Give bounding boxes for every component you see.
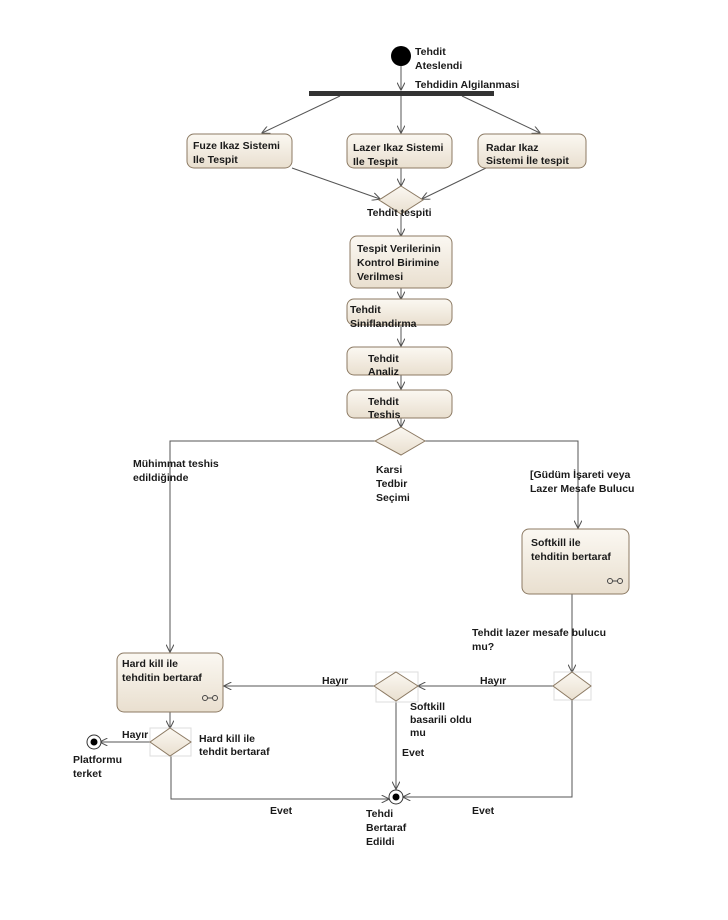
initial-node bbox=[391, 46, 411, 66]
guard-evet-hard: Evet bbox=[270, 805, 293, 817]
decision-merge[interactable]: Tehdit tespiti bbox=[367, 185, 432, 219]
rake-icon bbox=[202, 695, 218, 701]
fork-bar bbox=[309, 91, 494, 96]
guard-evet-soft: Evet bbox=[402, 747, 425, 759]
decision-merge-label: Tehdit tespiti bbox=[367, 207, 432, 219]
edge-hardq-final bbox=[170, 756, 389, 799]
edge-lazerq-final bbox=[403, 700, 573, 797]
edge-karsi-hardkill bbox=[170, 440, 375, 652]
start-label: Tehdit Ateslendi bbox=[415, 46, 462, 72]
guard-hayir-soft: Hayır bbox=[322, 675, 348, 687]
guard-evet-lazer: Evet bbox=[472, 805, 495, 817]
edges bbox=[100, 66, 578, 799]
edge-fork-radar bbox=[461, 95, 540, 133]
guard-hayir-hard: Hayır bbox=[122, 729, 148, 741]
rake-icon bbox=[607, 578, 623, 584]
guard-hayir-lazer: Hayır bbox=[480, 675, 506, 687]
edge-fuze-merge bbox=[291, 167, 380, 199]
fork-label: Tehdidin Algilanmasi bbox=[415, 79, 520, 91]
edge-karsi-softkill bbox=[425, 440, 578, 528]
edge-radar-merge bbox=[422, 167, 487, 199]
edge-fork-fuze bbox=[262, 95, 341, 133]
